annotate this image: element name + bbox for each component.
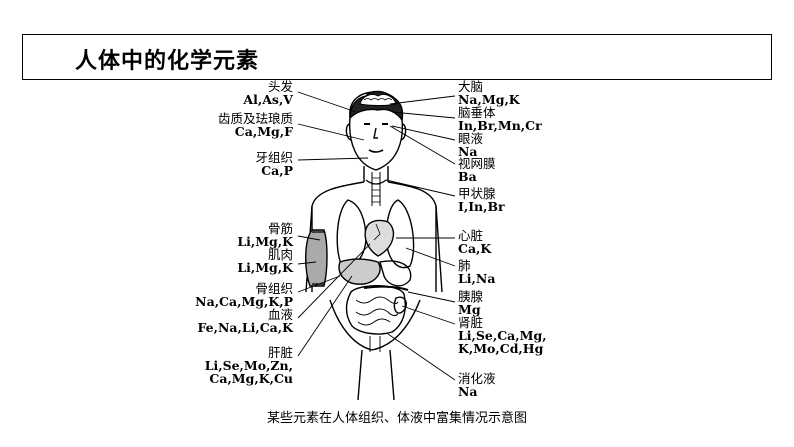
torso-outline	[305, 181, 443, 293]
kidney	[393, 296, 407, 314]
intestines	[345, 285, 406, 335]
pancreas	[363, 285, 409, 291]
figure-caption: 某些元素在人体组织、体液中富集情况示意图	[266, 411, 527, 426]
trachea	[371, 172, 381, 206]
title-box: 人体中的化学元素	[22, 34, 772, 80]
liver	[338, 258, 381, 285]
lung-left	[336, 199, 367, 268]
page-title: 人体中的化学元素	[75, 49, 260, 74]
lung-right	[385, 199, 415, 269]
heart	[364, 219, 395, 257]
thyroid	[365, 179, 387, 185]
arm-muscle	[305, 229, 328, 287]
stomach	[379, 260, 412, 287]
